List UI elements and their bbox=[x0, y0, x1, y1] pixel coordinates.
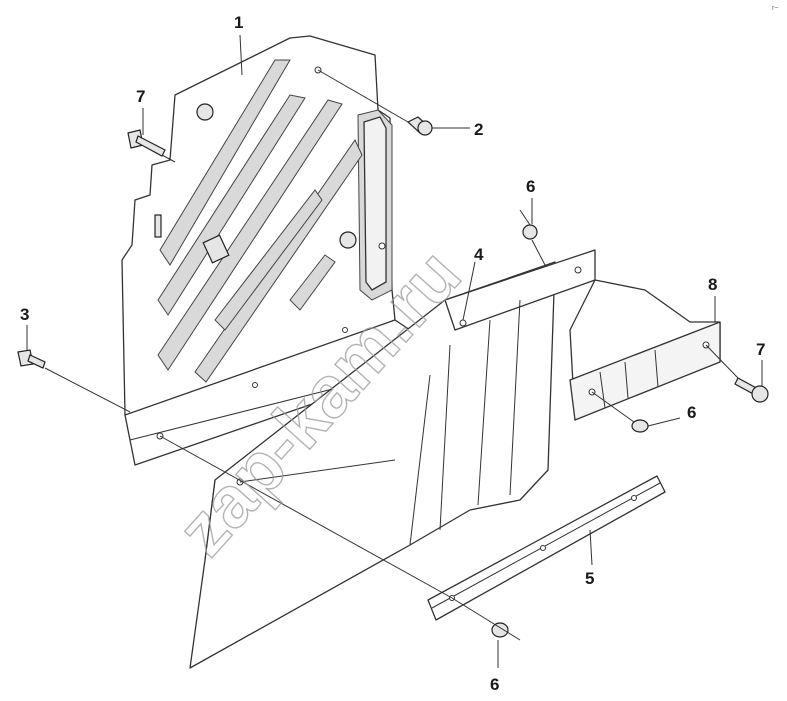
callout-7-right: 7 bbox=[756, 340, 765, 359]
part-5-clamp-strip bbox=[427, 475, 666, 621]
callout-4: 4 bbox=[474, 245, 484, 264]
callout-5: 5 bbox=[585, 569, 594, 588]
leader-lines bbox=[26, 34, 763, 668]
bolt-icon-7-right bbox=[734, 377, 769, 403]
bolt-icon-3 bbox=[17, 349, 46, 369]
bolt-icon-7-upper bbox=[127, 129, 166, 157]
callout-3: 3 bbox=[20, 305, 29, 324]
bolt-icon-2 bbox=[406, 116, 433, 136]
part-8-bracket bbox=[569, 279, 721, 421]
callout-7-upper: 7 bbox=[136, 87, 145, 106]
callout-6-bottom: 6 bbox=[490, 675, 499, 694]
nut-icon-6-bottom bbox=[491, 622, 509, 638]
callout-8: 8 bbox=[708, 275, 717, 294]
nut-icon-6-right bbox=[631, 419, 649, 433]
corner-mark: r~ bbox=[772, 5, 778, 12]
part-1-shield-panel bbox=[121, 35, 441, 466]
callouts: 1 2 3 4 5 6 6 6 7 7 8 bbox=[20, 13, 765, 694]
nut-icon-6-upper bbox=[522, 224, 538, 240]
callout-1: 1 bbox=[234, 13, 243, 32]
callout-6-upper: 6 bbox=[526, 177, 535, 196]
callout-2: 2 bbox=[474, 120, 483, 139]
callout-6-right: 6 bbox=[687, 403, 696, 422]
